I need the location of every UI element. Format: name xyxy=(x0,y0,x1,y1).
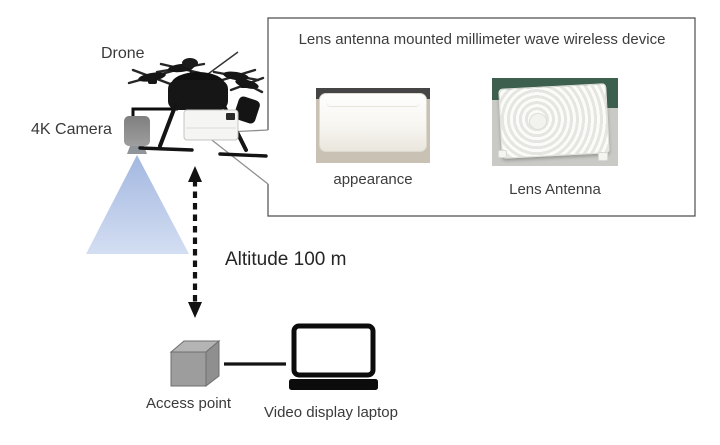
device-top-edge xyxy=(326,98,420,107)
appearance-caption: appearance xyxy=(333,171,413,188)
laptop-label: Video display laptop xyxy=(264,404,398,421)
camera-bracket xyxy=(131,107,178,117)
laptop-icon xyxy=(289,323,378,390)
wireless-device-photo-shape xyxy=(319,93,427,152)
device-box-title: Lens antenna mounted millimeter wave wir… xyxy=(298,31,666,48)
antenna-foot xyxy=(598,152,608,161)
lens-antenna-photo xyxy=(492,78,618,166)
camera-label: 4K Camera xyxy=(31,121,112,138)
drone-icon xyxy=(127,51,268,158)
lens-center-hub xyxy=(528,112,548,131)
camera-beam-icon xyxy=(86,155,189,254)
device-box-outline xyxy=(267,17,696,217)
antenna-foot xyxy=(498,150,507,158)
access-point-cube-icon xyxy=(169,339,221,388)
lens-antenna-caption: Lens Antenna xyxy=(509,181,601,198)
access-point-label: Access point xyxy=(146,395,232,412)
appearance-photo xyxy=(316,88,430,163)
altitude-arrow-icon xyxy=(188,166,202,318)
lens-antenna-panel-shape xyxy=(498,83,610,159)
drone-label: Drone xyxy=(101,45,145,62)
payload-device xyxy=(183,109,239,141)
altitude-label: Altitude 100 m xyxy=(225,249,347,270)
